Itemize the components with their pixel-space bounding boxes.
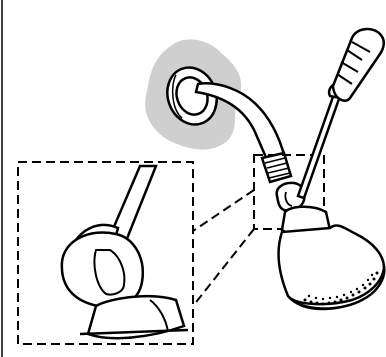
detail-callout-box <box>253 154 325 230</box>
screwdriver <box>296 27 385 200</box>
detail-enlarged-view <box>60 164 189 340</box>
spray-nozzles <box>303 271 379 306</box>
shower-head <box>275 181 386 311</box>
callout-leader-lines <box>192 189 255 307</box>
